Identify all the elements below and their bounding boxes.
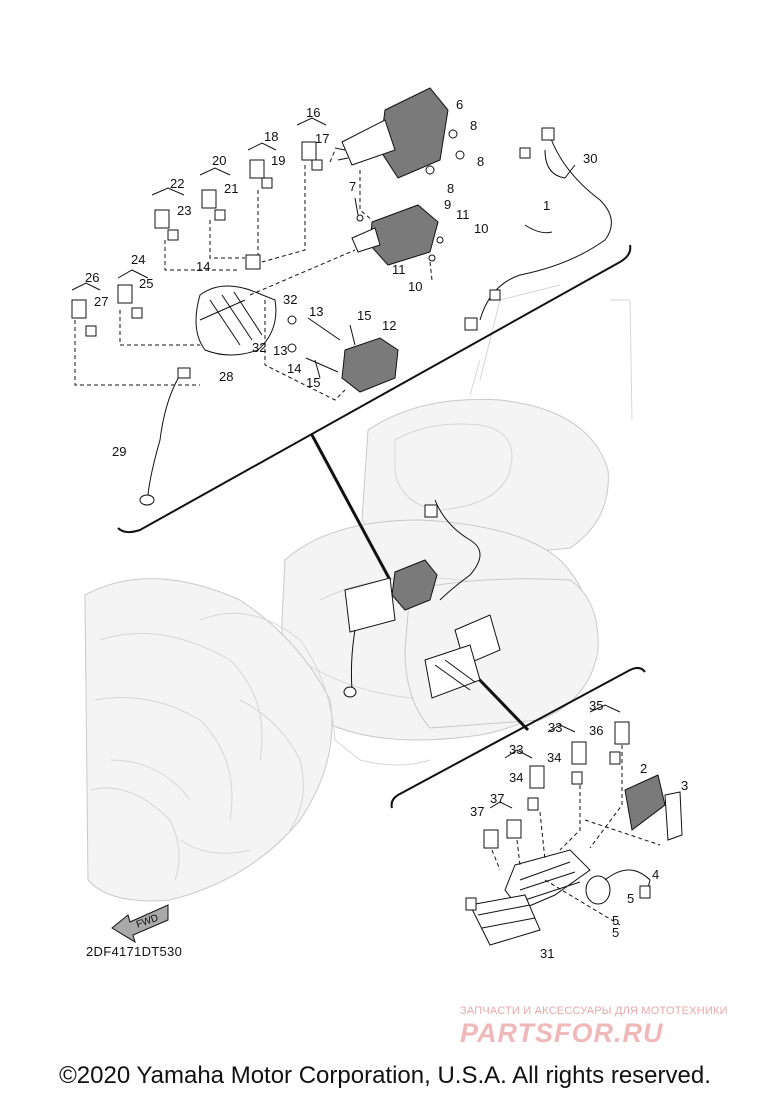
copyright-text: ©2020 Yamaha Motor Corporation, U.S.A. A… bbox=[59, 1062, 711, 1089]
callout-16: 16 bbox=[306, 105, 320, 120]
callout-14: 14 bbox=[287, 361, 301, 376]
callout-35: 35 bbox=[589, 698, 603, 713]
callout-26: 26 bbox=[85, 270, 99, 285]
diagram-code: 2DF4171DT530 bbox=[86, 944, 183, 959]
callout-5: 5 bbox=[627, 891, 634, 906]
callout-24: 24 bbox=[131, 252, 145, 267]
callout-13: 13 bbox=[273, 343, 287, 358]
callout-1: 1 bbox=[543, 198, 550, 213]
watermark-subtitle: ЗАПЧАСТИ И АКСЕССУАРЫ ДЛЯ МОТОТЕХНИКИ bbox=[460, 1005, 728, 1017]
callout-2: 2 bbox=[640, 761, 647, 776]
callout-33: 33 bbox=[548, 720, 562, 735]
callout-8: 8 bbox=[470, 118, 477, 133]
callout-8: 8 bbox=[447, 181, 454, 196]
callout-9: 9 bbox=[444, 197, 451, 212]
callout-32: 32 bbox=[252, 340, 266, 355]
callout-36: 36 bbox=[589, 723, 603, 738]
callout-5: 5 bbox=[612, 913, 619, 928]
callout-29: 29 bbox=[112, 444, 126, 459]
callout-15: 15 bbox=[357, 308, 371, 323]
callout-numbers: 1234555678889101011111213131414151516171… bbox=[85, 97, 688, 961]
callout-31: 31 bbox=[540, 946, 554, 961]
leader-upper bbox=[310, 434, 392, 581]
callout-37: 37 bbox=[470, 804, 484, 819]
callout-11: 11 bbox=[392, 262, 406, 277]
motorcycle-outline bbox=[84, 284, 633, 902]
callout-10: 10 bbox=[408, 279, 422, 294]
callout-10: 10 bbox=[474, 221, 488, 236]
callout-34: 34 bbox=[547, 750, 561, 765]
installed-parts bbox=[343, 499, 501, 699]
callout-3: 3 bbox=[681, 778, 688, 793]
callout-34: 34 bbox=[509, 770, 523, 785]
callout-17: 17 bbox=[315, 131, 329, 146]
callout-28: 28 bbox=[219, 369, 233, 384]
callout-15: 15 bbox=[306, 375, 320, 390]
callout-20: 20 bbox=[212, 153, 226, 168]
watermark-logo: PARTSFOR.RU bbox=[460, 1018, 664, 1048]
callout-13: 13 bbox=[309, 304, 323, 319]
fwd-arrow-icon: FWD bbox=[111, 904, 169, 944]
callout-30: 30 bbox=[583, 151, 597, 166]
leader-lower bbox=[470, 670, 530, 732]
lower-assembly bbox=[390, 666, 683, 946]
callout-4: 4 bbox=[652, 867, 659, 882]
callout-19: 19 bbox=[271, 153, 285, 168]
callout-6: 6 bbox=[456, 97, 463, 112]
callout-14: 14 bbox=[196, 259, 210, 274]
callout-37: 37 bbox=[490, 791, 504, 806]
callout-7: 7 bbox=[349, 179, 356, 194]
callout-25: 25 bbox=[139, 276, 153, 291]
callout-27: 27 bbox=[94, 294, 108, 309]
callout-18: 18 bbox=[264, 129, 278, 144]
callout-5: 5 bbox=[612, 925, 619, 940]
callout-8: 8 bbox=[477, 154, 484, 169]
callout-22: 22 bbox=[170, 176, 184, 191]
callout-33: 33 bbox=[509, 742, 523, 757]
callout-32: 32 bbox=[283, 292, 297, 307]
upper-assembly bbox=[71, 87, 632, 534]
callout-11: 11 bbox=[456, 207, 470, 222]
callout-23: 23 bbox=[177, 203, 191, 218]
callout-21: 21 bbox=[224, 181, 238, 196]
callout-12: 12 bbox=[382, 318, 396, 333]
